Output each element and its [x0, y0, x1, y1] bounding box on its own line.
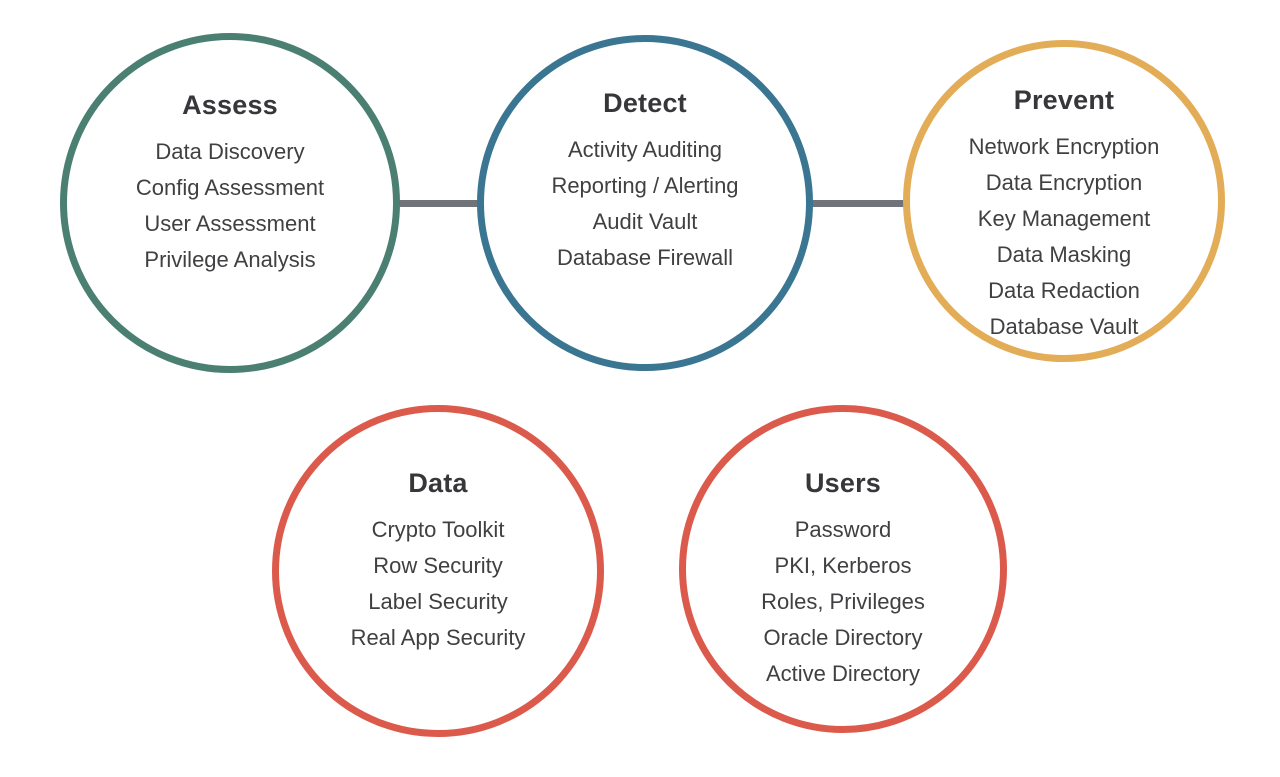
circle-item: Real App Security	[350, 625, 526, 650]
circle-item: Label Security	[368, 589, 508, 614]
circle-item: Database Firewall	[556, 245, 734, 270]
circle-item: Reporting / Alerting	[551, 173, 739, 198]
circle-item: Database Vault	[989, 314, 1139, 339]
circle-item: Audit Vault	[592, 209, 698, 234]
circle-item: Data Discovery	[155, 139, 305, 164]
circle-item: User Assessment	[144, 211, 316, 236]
circle-item: Config Assessment	[135, 175, 325, 200]
circle-item: Network Encryption	[968, 134, 1160, 159]
circle-assess: Assess Data Discovery Config Assessment …	[60, 33, 400, 373]
circle-detect-title: Detect	[603, 88, 687, 118]
circle-item: Data Encryption	[985, 170, 1143, 195]
circle-item: Password	[794, 517, 892, 542]
circle-item: Privilege Analysis	[144, 247, 316, 272]
circle-prevent: Prevent Network Encryption Data Encrypti…	[903, 40, 1225, 362]
circle-item: Roles, Privileges	[761, 589, 925, 614]
circle-data-title: Data	[408, 468, 468, 498]
circle-item: PKI, Kerberos	[774, 553, 912, 578]
connector-assess-detect	[385, 200, 500, 207]
circle-item: Data Masking	[996, 242, 1132, 267]
circle-assess-items: Data Discovery Config Assessment User As…	[136, 134, 324, 278]
circle-item: Crypto Toolkit	[371, 517, 505, 542]
circle-item: Key Management	[977, 206, 1151, 231]
circle-item: Oracle Directory	[763, 625, 923, 650]
circle-item: Activity Auditing	[567, 137, 723, 162]
circle-assess-title: Assess	[182, 90, 278, 120]
circle-users-title: Users	[804, 468, 882, 498]
circle-item: Active Directory	[765, 661, 921, 686]
circle-detect-items: Activity Auditing Reporting / Alerting A…	[551, 132, 738, 276]
circle-data-items: Crypto Toolkit Row Security Label Securi…	[351, 512, 526, 656]
connector-detect-prevent	[800, 200, 915, 207]
circle-data: Data Crypto Toolkit Row Security Label S…	[272, 405, 604, 737]
circle-prevent-title: Prevent	[1013, 85, 1115, 115]
circle-users-items: Password PKI, Kerberos Roles, Privileges…	[761, 512, 925, 692]
circle-detect: Detect Activity Auditing Reporting / Ale…	[477, 35, 813, 371]
circle-prevent-items: Network Encryption Data Encryption Key M…	[969, 129, 1160, 345]
circle-item: Row Security	[373, 553, 503, 578]
circle-users: Users Password PKI, Kerberos Roles, Priv…	[679, 405, 1007, 733]
circle-item: Data Redaction	[988, 278, 1140, 303]
